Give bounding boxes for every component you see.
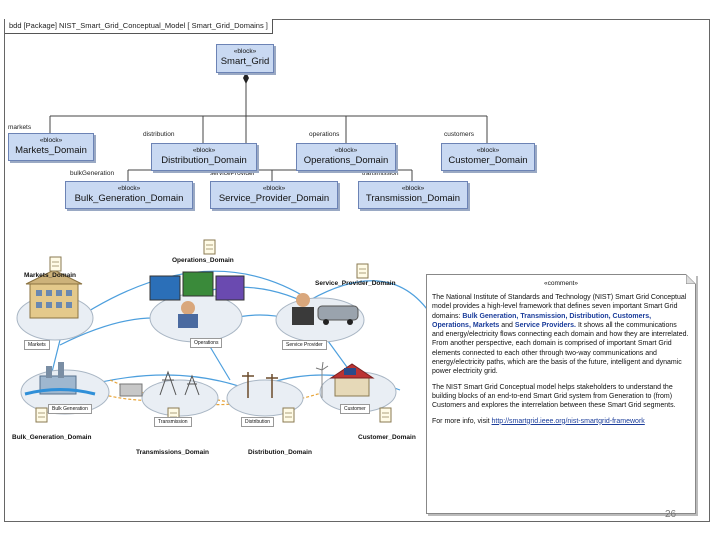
role-bulk-generation: bulkGeneration [70,170,115,177]
role-markets: markets [8,124,32,131]
comment-note[interactable]: «comment» The National Institute of Stan… [426,274,696,514]
diagram-frame [4,19,710,522]
block-name: Operations_Domain [303,155,389,166]
comment-link[interactable]: http://smartgrid.ieee.org/nist-smartgrid… [491,417,645,425]
page-number: 26 [665,509,677,520]
block-transmission-domain[interactable]: «block» Transmission_Domain [358,181,468,209]
comment-paragraph-3: For more info, visit http://smartgrid.ie… [432,417,645,425]
role-service-provider: serviceProvider [210,170,255,177]
block-stereotype: «block» [192,147,216,154]
frame-title: bdd [Package] NIST_Smart_Grid_Conceptual… [5,19,273,34]
comment-paragraph-1: The National Institute of Standards and … [432,294,689,376]
block-name: Bulk_Generation_Domain [74,193,184,204]
block-stereotype: «block» [476,147,500,154]
role-customers: customers [444,131,474,138]
caption-transmission: Transmission [154,417,192,427]
label-operations-domain: Operations_Domain [172,257,234,264]
caption-markets: Markets [24,340,50,350]
caption-distribution: Distribution [241,417,275,427]
label-transmissions-domain: Transmissions_Domain [136,449,209,456]
block-stereotype: «block» [401,185,425,192]
label-bulk-generation-domain: Bulk_Generation_Domain [12,434,92,441]
block-stereotype: «block» [39,137,63,144]
block-distribution-domain[interactable]: «block» Distribution_Domain [151,143,257,171]
folded-corner-icon [686,274,696,284]
caption-customer: Customer [340,404,370,414]
role-operations: operations [309,131,340,138]
block-name: Customer_Domain [448,155,528,166]
block-name: Transmission_Domain [365,193,461,204]
role-transmission: transmission [362,170,399,177]
label-markets-domain: Markets_Domain [24,272,77,279]
block-name: Distribution_Domain [161,155,247,166]
label-distribution-domain: Distribution_Domain [248,449,312,456]
label-service-provider-domain: Service_Provider_Domain [315,280,396,287]
caption-service-provider: Service Provider [282,340,327,350]
caption-bulk-generation: Bulk Generation [48,404,92,414]
block-customer-domain[interactable]: «block» Customer_Domain [441,143,535,171]
block-stereotype: «block» [233,48,257,55]
block-name: Smart_Grid [220,56,270,67]
block-name: Service_Provider_Domain [218,193,330,204]
block-smart-grid[interactable]: «block» Smart_Grid [216,44,274,73]
block-stereotype: «block» [334,147,358,154]
block-name: Markets_Domain [15,145,87,156]
block-service-provider-domain[interactable]: «block» Service_Provider_Domain [210,181,338,209]
block-stereotype: «block» [262,185,286,192]
caption-operations: Operations [190,338,223,348]
comment-paragraph-2: The NIST Smart Grid Conceptual model hel… [432,383,676,410]
block-stereotype: «block» [117,185,141,192]
role-distribution: distribution [143,131,175,138]
comment-header: «comment» [544,280,578,287]
block-markets-domain[interactable]: «block» Markets_Domain [8,133,94,161]
block-operations-domain[interactable]: «block» Operations_Domain [296,143,396,171]
label-customer-domain: Customer_Domain [358,434,416,441]
block-bulk-generation-domain[interactable]: «block» Bulk_Generation_Domain [65,181,193,209]
